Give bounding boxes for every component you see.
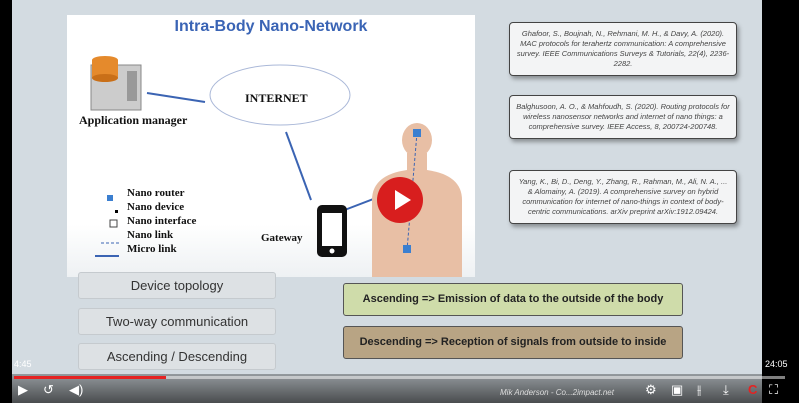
reference-1: Ghafoor, S., Boujnah, N., Rehmani, M. H.…: [509, 22, 737, 76]
progress-bar[interactable]: [14, 376, 785, 379]
two-way-communication-box: Two-way communication: [78, 308, 276, 335]
cloud-icon: [209, 64, 351, 126]
download-icon[interactable]: ⤓: [723, 382, 729, 397]
miniplayer-icon[interactable]: ▣: [671, 382, 684, 397]
watermark: Mik Anderson - Co...2impact.net: [500, 388, 614, 397]
video-frame[interactable]: Intra-Body Nano-Network: [12, 0, 762, 403]
slide-title: Intra-Body Nano-Network: [174, 18, 368, 35]
loading-icon: C: [748, 382, 758, 397]
reference-2: Balghusoon, A. O., & Mahfoudh, S. (2020)…: [509, 95, 737, 139]
settings-icon[interactable]: ⚙: [645, 382, 657, 397]
play-button[interactable]: ▶: [18, 382, 28, 397]
server-icon: [90, 56, 142, 111]
app-manager-label: Application manager: [79, 113, 188, 127]
legend: Nano router Nano device Nano interface N…: [127, 186, 196, 256]
phone-icon: [317, 205, 347, 257]
ascending-statement: Ascending => Emission of data to the out…: [343, 283, 683, 316]
progress-fill: [14, 376, 166, 379]
reference-3: Yang, K., Bi, D., Deng, Y., Zhang, R., R…: [509, 170, 737, 224]
gateway-label: Gateway: [261, 232, 303, 244]
fullscreen-icon[interactable]: ⛶: [769, 382, 779, 397]
diagram-panel: Intra-Body Nano-Network: [67, 15, 475, 277]
ascending-descending-box: Ascending / Descending: [78, 343, 276, 370]
legend-icons: [95, 195, 119, 257]
legend-nano-link: Nano link: [127, 229, 174, 241]
nano-router-icon: [413, 129, 421, 137]
legend-nano-router: Nano router: [127, 187, 185, 199]
nano-link: [406, 132, 418, 251]
descending-statement: Descending => Reception of signals from …: [343, 326, 683, 359]
legend-nano-device: Nano device: [127, 201, 185, 213]
legend-micro-link: Micro link: [127, 243, 177, 255]
volume-icon[interactable]: ◀): [69, 382, 84, 397]
chapters-icon[interactable]: ⫲: [697, 382, 702, 397]
play-icon: [395, 190, 411, 210]
device-topology-box: Device topology: [78, 272, 276, 299]
duration: 24:05: [765, 359, 788, 369]
play-overlay-button[interactable]: [377, 177, 423, 223]
rewind-10-icon[interactable]: ↺: [43, 382, 54, 397]
legend-nano-interface: Nano interface: [127, 215, 197, 227]
nano-router-icon: [403, 245, 411, 253]
current-time: 4:45: [14, 359, 32, 369]
internet-label: INTERNET: [245, 91, 308, 105]
